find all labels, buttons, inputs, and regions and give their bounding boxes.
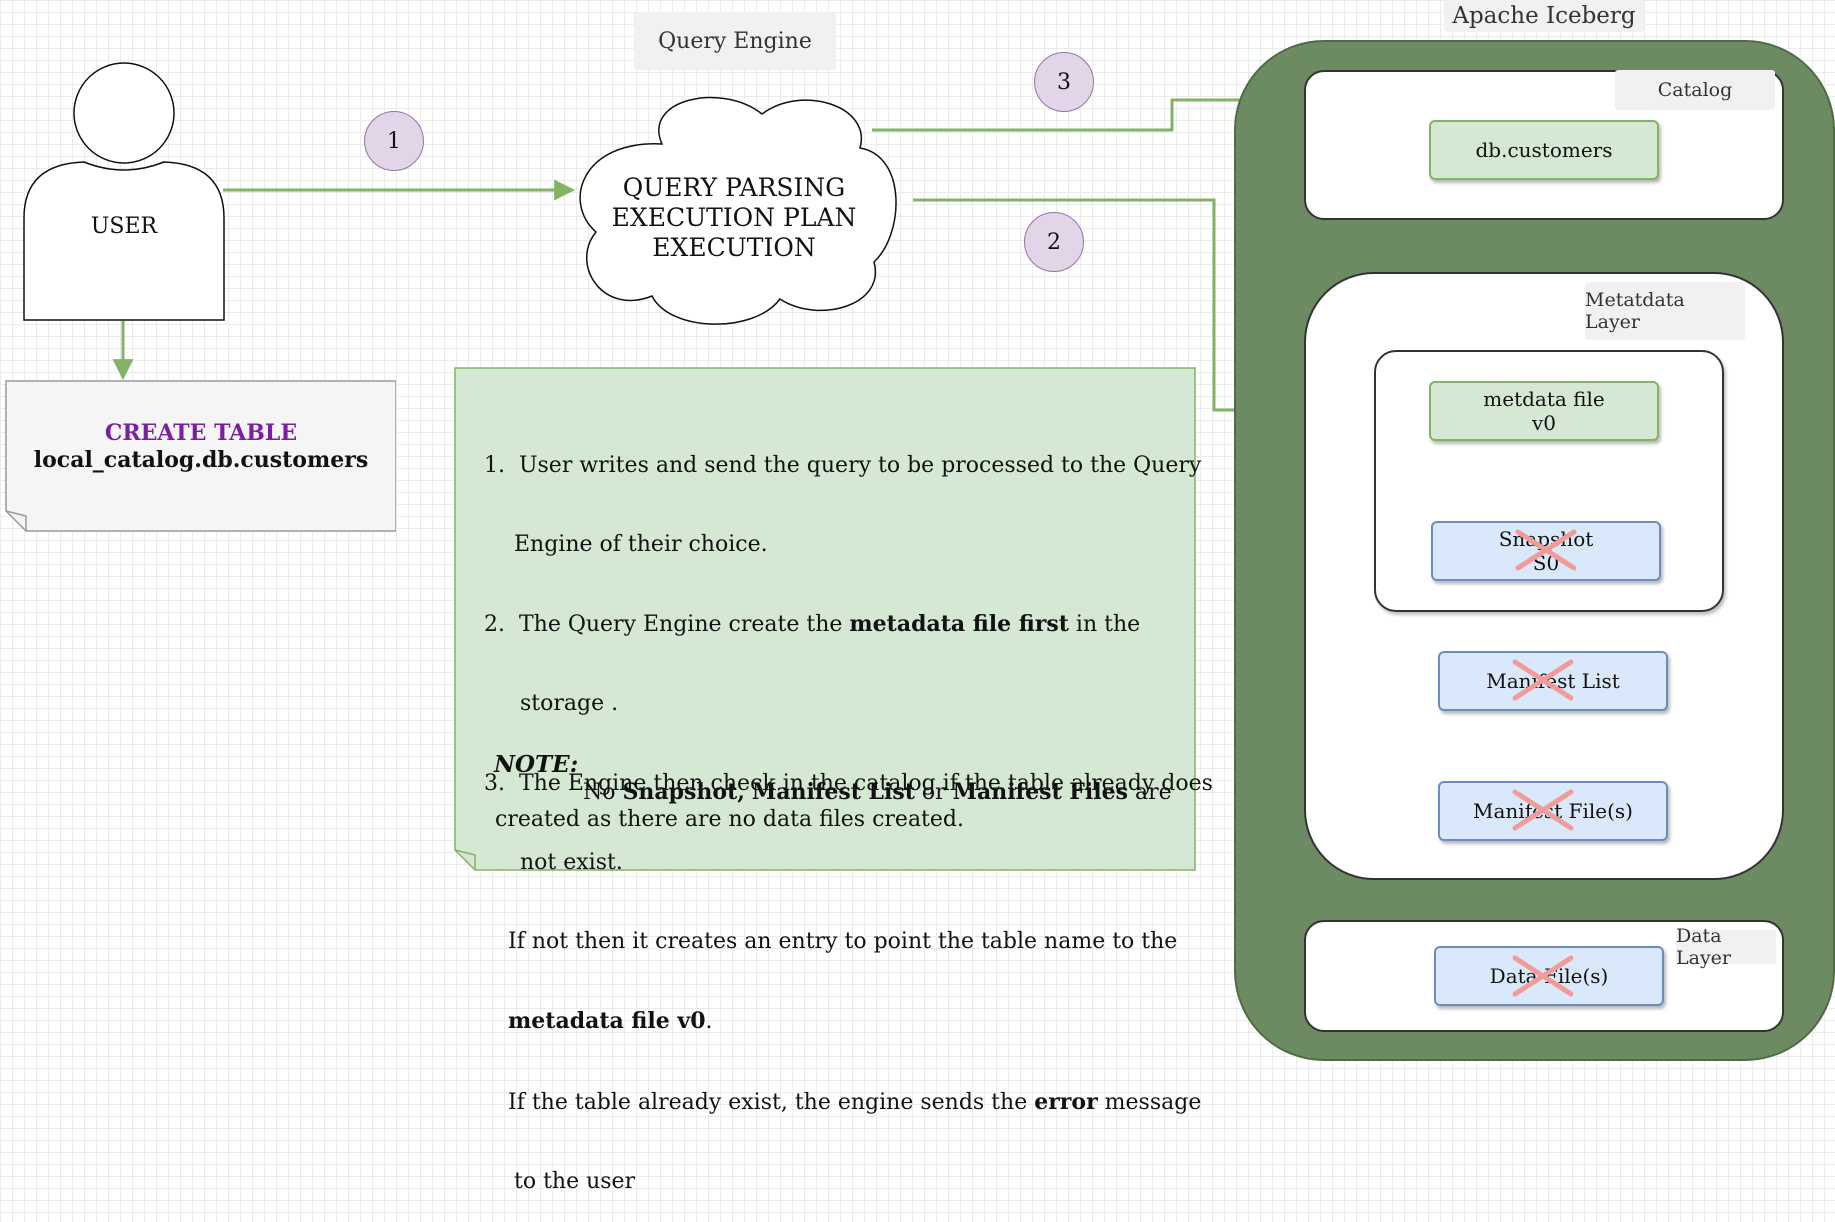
snapshot-line-1: Snapshot — [1498, 527, 1594, 551]
explanation-line-1: 1. User writes and send the query to be … — [484, 452, 1202, 478]
explanation-line-3b: not exist. — [520, 849, 623, 875]
note-manifest-list: Manifest List — [751, 779, 915, 805]
explanation-line-3g: error — [1034, 1088, 1098, 1115]
note-snapshot: Snapshot, — [622, 779, 745, 805]
cloud-line-2: EXECUTION PLAN — [611, 203, 857, 232]
note-manifest-files: Manifest Files — [952, 779, 1129, 805]
sql-table-name: local_catalog.db.customers — [33, 447, 369, 473]
explanation-line-3h: message — [1097, 1089, 1202, 1115]
sql-note-text: CREATE TABLE local_catalog.db.customers — [6, 420, 396, 474]
step-3-badge: 3 — [1034, 52, 1094, 112]
data-layer-label: Data Layer — [1676, 925, 1776, 969]
catalog-entry-db-customers: db.customers — [1429, 120, 1659, 180]
explanation-line-1b: Engine of their choice. — [514, 532, 768, 558]
cloud-line-3: EXECUTION — [652, 233, 816, 262]
metadata-file-line-1: metdata file — [1483, 387, 1605, 411]
metadata-file-line-2: v0 — [1531, 411, 1557, 435]
explanation-line-2b: metadata file first — [849, 611, 1069, 638]
query-engine-cloud — [579, 96, 897, 325]
step-1-badge: 1 — [364, 111, 424, 171]
explanation-line-3: 3. The Engine then check in the catalog … — [484, 770, 1213, 796]
user-actor-shape — [23, 62, 225, 321]
data-files: Data File(s) — [1434, 946, 1664, 1006]
step-2-badge: 2 — [1024, 212, 1084, 272]
explanation-line-3c: If not then it creates an entry to point… — [508, 929, 1178, 955]
cloud-text: QUERY PARSING EXECUTION PLAN EXECUTION — [602, 173, 866, 263]
explanation-line-3d: metadata file v0. — [484, 1008, 1184, 1035]
explanation-note-shape — [454, 367, 1196, 871]
metadata-layer-label: Metatdata Layer — [1585, 282, 1745, 340]
explanation-line-2c: in the — [1068, 612, 1141, 638]
sql-note-shape — [5, 380, 396, 532]
sql-keyword: CREATE TABLE — [104, 420, 298, 446]
manifest-files: Manifest File(s) — [1438, 781, 1668, 841]
explanation-line-3f-a: If the table already exist, the engine s… — [508, 1089, 1035, 1115]
note-line-1: No Snapshot, Manifest List or Manifest F… — [495, 779, 1172, 806]
explanation-line-3d-bold: metadata file v0 — [508, 1008, 706, 1035]
note-c — [745, 780, 752, 805]
explanation-line-3e: . — [705, 1009, 713, 1035]
manifest-list: Manifest List — [1438, 651, 1668, 711]
note-e: or — [914, 780, 953, 805]
metadata-group — [1374, 350, 1724, 612]
catalog-label: Catalog — [1615, 70, 1775, 110]
snapshot-s0: Snapshot S0 — [1431, 521, 1661, 581]
explanation-line-3i: to the user — [514, 1168, 636, 1194]
explanation-line-2a: 2. The Query Engine create the — [484, 612, 850, 638]
query-engine-title: Query Engine — [634, 12, 836, 70]
note-g: are — [1128, 780, 1172, 805]
user-label: USER — [90, 214, 158, 239]
explanation-line-2d: storage . — [520, 691, 619, 717]
note-a: No — [583, 780, 623, 805]
note-body: No Snapshot, Manifest List or Manifest F… — [495, 779, 1172, 833]
iceberg-title: Apache Iceberg — [1444, 0, 1644, 32]
note-line-2: created as there are no data files creat… — [495, 807, 964, 832]
explanation-line-3f: If the table already exist, the engine s… — [484, 1088, 1201, 1116]
explanation-line-2: 2. The Query Engine create the metadata … — [484, 611, 1184, 638]
metadata-file-v0: metdata file v0 — [1429, 381, 1659, 441]
snapshot-line-2: S0 — [1532, 551, 1560, 575]
note-title: NOTE: — [494, 751, 579, 778]
cloud-line-1: QUERY PARSING — [622, 173, 846, 202]
